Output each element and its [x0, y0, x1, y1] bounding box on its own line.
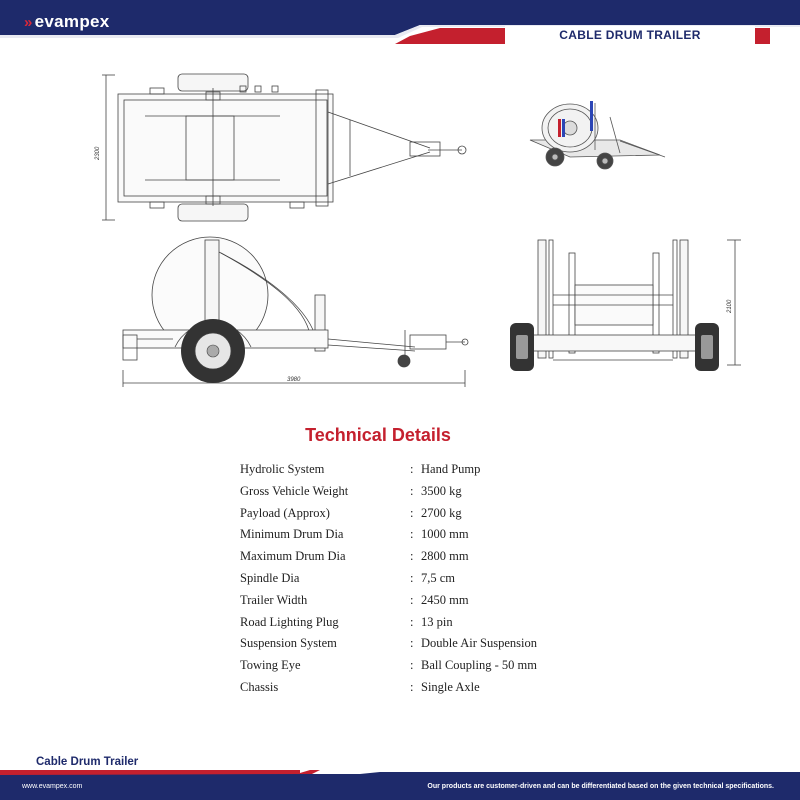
spec-label: Suspension System — [240, 636, 337, 651]
spec-label: Trailer Width — [240, 592, 308, 607]
footer-url[interactable]: www.evampex.com — [22, 783, 83, 790]
footer-disclaimer: Our products are customer-driven and can… — [427, 783, 774, 790]
spec-separator: : — [410, 483, 414, 498]
spec-label: Maximum Drum Dia — [240, 549, 346, 564]
spec-label: Hydrolic System — [240, 462, 325, 476]
spec-separator: : — [410, 614, 414, 629]
side-view-drawing: 3980 — [122, 236, 469, 387]
top-view-width-dimension: 2300 — [95, 146, 101, 161]
spec-separator: : — [410, 527, 414, 542]
spec-label: Gross Vehicle Weight — [240, 483, 349, 498]
spec-separator: : — [410, 592, 414, 607]
spec-label: Road Lighting Plug — [240, 614, 339, 629]
brand-logo[interactable]: »evampex — [24, 12, 110, 32]
rear-view-drawing: 2100 — [510, 239, 741, 371]
spec-value: Single Axle — [421, 679, 480, 694]
spec-value: 2700 kg — [421, 505, 462, 520]
spec-value: 2800 mm — [421, 549, 469, 564]
spec-value: Ball Coupling - 50 mm — [421, 658, 537, 673]
brand-name: evampex — [34, 12, 110, 31]
spec-value: 2450 mm — [421, 592, 469, 607]
technical-details-title: Technical Details — [305, 425, 451, 445]
footer-band — [0, 770, 800, 800]
spec-label: Payload (Approx) — [240, 505, 330, 520]
spec-value: Double Air Suspension — [421, 636, 537, 651]
spec-value: 13 pin — [421, 614, 453, 629]
footer-product-title: Cable Drum Trailer — [36, 756, 139, 768]
spec-label: Towing Eye — [240, 658, 301, 673]
spec-separator: : — [410, 549, 414, 564]
spec-separator: : — [410, 658, 414, 673]
spec-label: Spindle Dia — [240, 570, 300, 585]
spec-separator: : — [410, 505, 414, 520]
rear-view-height-dimension: 2100 — [727, 299, 733, 314]
spec-label: Chassis — [240, 679, 279, 694]
logo-chevron-icon: » — [24, 14, 33, 31]
spec-value: 1000 mm — [421, 527, 469, 542]
spec-value: Hand Pump — [421, 462, 481, 476]
spec-value: 7,5 cm — [421, 570, 456, 585]
spec-separator: : — [410, 570, 414, 585]
spec-separator: : — [410, 462, 414, 476]
spec-separator: : — [410, 636, 414, 651]
isometric-view-drawing — [529, 101, 666, 170]
top-view-drawing: 2300 — [95, 73, 467, 222]
header-band — [0, 0, 800, 44]
side-view-length-dimension: 3980 — [287, 377, 301, 383]
spec-value: 3500 kg — [421, 483, 462, 498]
spec-separator: : — [410, 679, 414, 694]
header-title: CABLE DRUM TRAILER — [559, 28, 701, 42]
spec-label: Minimum Drum Dia — [240, 527, 344, 542]
